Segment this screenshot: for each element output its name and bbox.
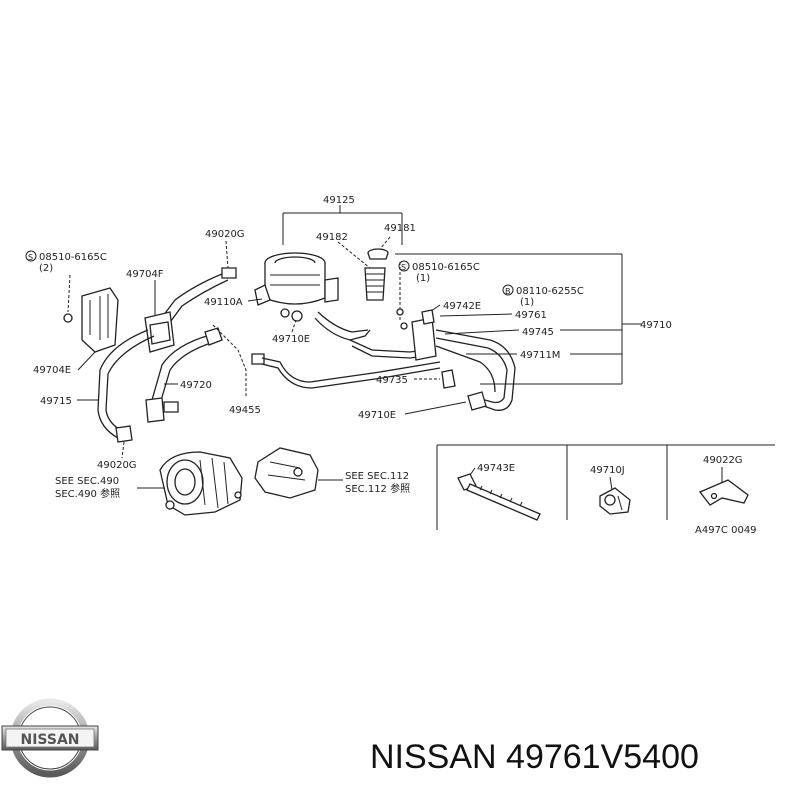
- svg-text:B: B: [505, 287, 511, 296]
- label-49743e: 49743E: [477, 463, 515, 474]
- label-bolt-08110-6255c: 08110-6255C: [516, 286, 584, 297]
- bracket-49022g: [698, 479, 749, 506]
- label-49720: 49720: [180, 380, 212, 391]
- label-49735: 49735: [376, 375, 408, 386]
- label-49020g-top: 49020G: [205, 229, 245, 240]
- label-49710e-top: 49710E: [272, 334, 310, 345]
- svg-text:S: S: [401, 263, 406, 272]
- clamp-bracket-49704f: [144, 311, 175, 353]
- suction-hose: [97, 329, 155, 439]
- reservoir-tank: [254, 252, 339, 322]
- label-see-sec-112: SEE SEC.112: [345, 471, 409, 482]
- bracket-49704e: [63, 287, 119, 353]
- label-bolt-08510-6165c-2: 08510-6165C: [412, 262, 480, 273]
- label-49711m: 49711M: [520, 350, 560, 361]
- label-49455: 49455: [229, 405, 261, 416]
- label-49704e: 49704E: [33, 365, 71, 376]
- clamp-49735: [441, 369, 456, 389]
- detail-panels-frame: [436, 444, 775, 530]
- label-bolt-08510-6165c-1: 08510-6165C: [39, 252, 107, 263]
- logo-text: NISSAN: [20, 732, 79, 748]
- reservoir-filter: [337, 241, 386, 301]
- part-title: NISSAN 49761V5400: [370, 738, 699, 776]
- label-49715: 49715: [40, 396, 72, 407]
- label-49704f: 49704F: [126, 269, 164, 280]
- power-steering-pump: [159, 451, 243, 516]
- nissan-logo: NISSAN: [1, 698, 99, 778]
- engine-bracket: [254, 447, 319, 499]
- label-49710: 49710: [640, 320, 672, 331]
- return-line-pipe: [435, 329, 516, 411]
- svg-text:S: S: [28, 253, 33, 262]
- control-valve-block: [411, 309, 437, 361]
- label-49110a: 49110A: [204, 297, 243, 308]
- label-49761: 49761: [515, 310, 547, 321]
- label-49022g: 49022G: [703, 455, 743, 466]
- pressure-hose: [145, 327, 223, 423]
- bolt-symbol-3: B: [502, 284, 514, 296]
- label-49710j: 49710J: [590, 465, 625, 476]
- label-bolt-2-qty: (1): [416, 273, 430, 284]
- label-49710e-bottom: 49710E: [358, 410, 396, 421]
- reservoir-group-bracket: [282, 205, 403, 245]
- diagram-code: A497C 0049: [695, 525, 757, 536]
- label-sec-490-ref: SEC.490 参照: [55, 487, 120, 500]
- label-sec-112-ref: SEC.112 参照: [345, 482, 410, 495]
- clamp-49020g-bottom: [115, 425, 133, 443]
- clamp-49020g-top: [221, 267, 237, 279]
- bolt-symbol-2: S: [398, 260, 410, 272]
- label-49020g-bottom: 49020G: [97, 460, 137, 471]
- bolt-symbol-1: S: [25, 250, 37, 262]
- label-see-sec-490: SEE SEC.490: [55, 476, 119, 487]
- label-49745: 49745: [522, 327, 554, 338]
- group-bracket-49710: [395, 253, 642, 385]
- label-49182: 49182: [316, 232, 348, 243]
- label-bolt-3-qty: (1): [520, 297, 534, 308]
- reservoir-cap: [367, 236, 391, 260]
- clip-49710j: [599, 487, 631, 515]
- label-bolt-1-qty: (2): [39, 263, 53, 274]
- label-49181: 49181: [384, 223, 416, 234]
- label-49125: 49125: [323, 195, 355, 206]
- label-49742e: 49742E: [443, 301, 481, 312]
- tie-band-49743e: [457, 473, 541, 521]
- pressure-line-pipe: [261, 339, 441, 389]
